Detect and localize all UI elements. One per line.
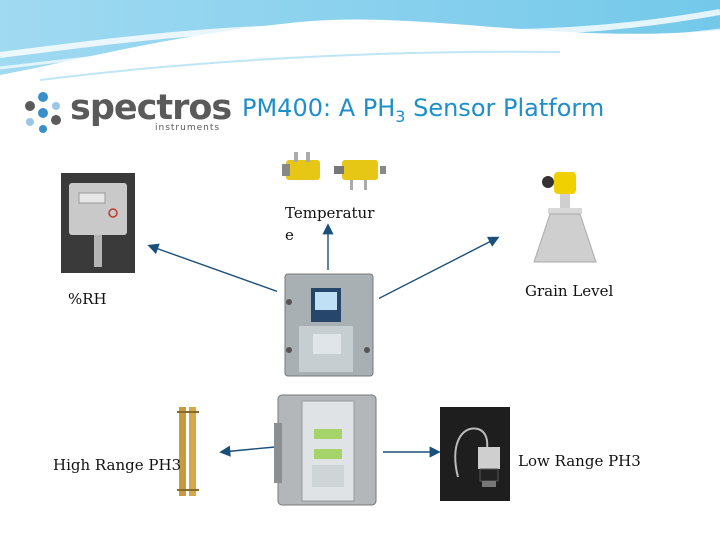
temperature-label: Temperatur e xyxy=(285,202,374,246)
arrow-to-grain-level xyxy=(371,236,500,303)
spectros-dots-icon xyxy=(25,92,61,133)
grain-level-sensor-image xyxy=(528,168,608,266)
title-suffix: Sensor Platform xyxy=(405,94,605,122)
pm400-controller-image xyxy=(277,270,379,380)
title-subscript: 3 xyxy=(395,106,406,126)
logo-wordmark: spectros xyxy=(70,88,232,128)
low-range-sensor-image xyxy=(440,407,510,501)
header-swoosh-banner xyxy=(0,0,720,81)
rh-sensor-image xyxy=(61,173,135,273)
temperature-sensor-image xyxy=(280,138,388,198)
high-range-tube-image xyxy=(175,405,201,498)
temperature-label-line1: Temperatur xyxy=(285,204,375,222)
pm400-spectros-unit-image xyxy=(274,393,380,509)
slide-title: PM400: A PH3 Sensor Platform xyxy=(242,94,604,126)
low-range-label: Low Range PH3 xyxy=(518,452,641,470)
rh-label: %RH xyxy=(68,290,107,308)
grain-level-label: Grain Level xyxy=(525,282,614,300)
temperature-label-line2: e xyxy=(285,226,294,244)
title-prefix: PM400: A PH xyxy=(242,94,396,122)
arrow-to-rh xyxy=(147,243,291,297)
spectros-logo: spectros instruments xyxy=(20,88,232,136)
arrow-to-high-range xyxy=(219,445,276,457)
logo-subtitle: instruments xyxy=(155,123,221,133)
high-range-label: High Range PH3 xyxy=(53,456,182,474)
